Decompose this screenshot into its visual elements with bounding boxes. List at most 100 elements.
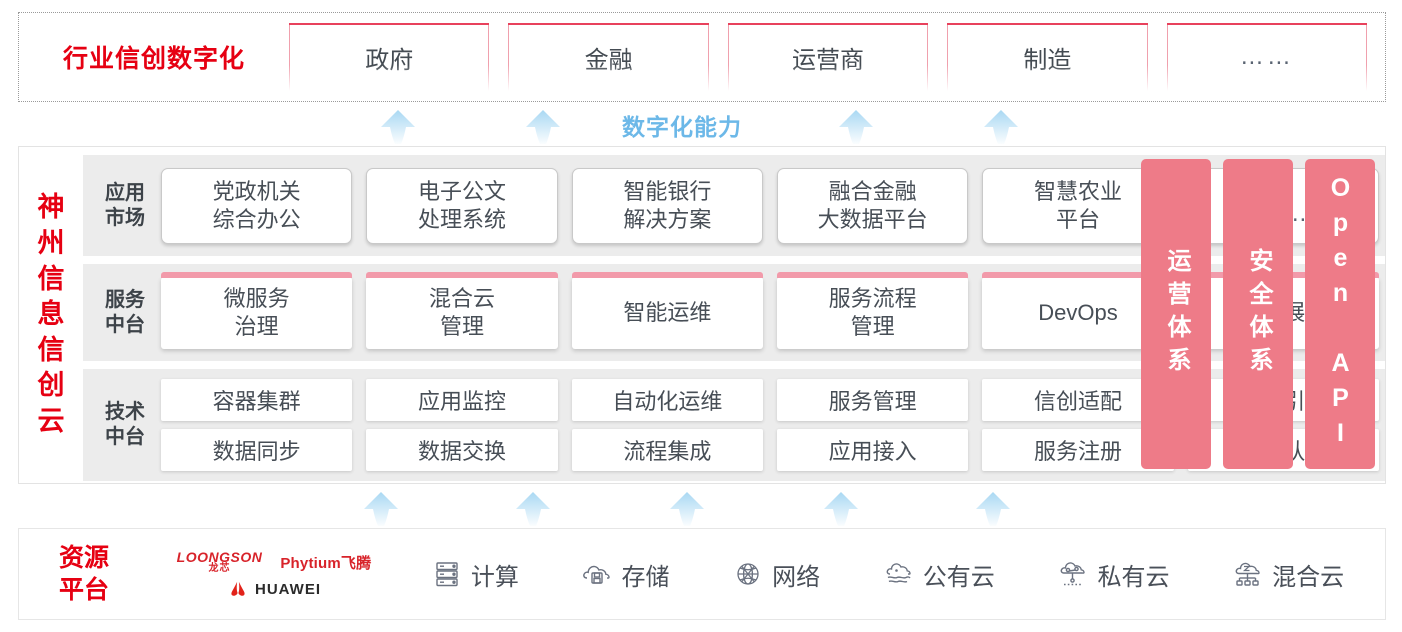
pink-panel-security-system[interactable]: 安全体系: [1223, 159, 1293, 469]
tech-cell-automated-ops[interactable]: 自动化运维: [571, 379, 763, 421]
layer-label-line1: 技术: [105, 401, 145, 423]
cloud-platform-container: 神 州 信 息 信 创 云 应用 市场 党政机关 综合办公: [18, 146, 1386, 484]
phytium-logo: Phytium飞腾: [280, 554, 372, 572]
industry-box-label: ……: [1239, 43, 1294, 70]
cloud-title-char: 息: [37, 299, 65, 330]
cell-line1: 党政机关: [212, 179, 301, 204]
svc-cell-microservice-governance[interactable]: 微服务 治理: [161, 271, 353, 349]
app-cell-government-office[interactable]: 党政机关 综合办公: [161, 167, 353, 244]
resource-arrow-strip: [18, 486, 1386, 526]
cell-line2: 治理: [234, 313, 279, 339]
layer-label-service-platform: 服务 中台: [83, 288, 161, 338]
layer-label-line1: 应用: [105, 181, 145, 204]
cell-line1: 智能银行: [623, 179, 712, 204]
cell-line1: 智慧农业: [1033, 179, 1122, 204]
app-cell-smart-bank[interactable]: 智能银行 解决方案: [571, 167, 763, 244]
industry-box-telecom[interactable]: 运营商: [727, 18, 929, 91]
loongson-logo: LOONGSON 龙芯: [177, 550, 263, 574]
industry-box-more[interactable]: ……: [1166, 18, 1368, 91]
cell-line2: 大数据平台: [817, 206, 928, 232]
public-cloud-icon: [882, 557, 916, 591]
resource-item-public-cloud[interactable]: 公有云: [882, 557, 995, 592]
resource-item-compute[interactable]: 计算: [430, 557, 519, 592]
app-cell-edoc-system[interactable]: 电子公文 处理系统: [366, 167, 558, 244]
app-cell-finance-bigdata[interactable]: 融合金融 大数据平台: [776, 167, 969, 244]
huawei-petal-icon: [227, 581, 249, 598]
industry-box-label: 政府: [365, 46, 414, 74]
huawei-logo-text: HUAWEI: [255, 581, 321, 598]
resource-item-label: 公有云: [922, 563, 995, 591]
tech-cell-data-exchange[interactable]: 数据交换: [366, 429, 558, 471]
vendor-logo-row-2: HUAWEI: [227, 581, 321, 598]
cell-line2: 管理: [439, 313, 484, 339]
cloud-platform-title: 神 州 信 息 信 创 云: [19, 147, 83, 483]
up-arrow-icon: [833, 110, 879, 144]
cloud-title-char: 创: [37, 370, 65, 401]
industry-box-label: 制造: [1023, 46, 1072, 74]
cloud-title-char: 信: [37, 334, 65, 365]
industry-band-title: 行业信创数字化: [62, 45, 245, 73]
resource-title-line2: 平台: [58, 576, 109, 604]
tech-cell-process-integration[interactable]: 流程集成: [571, 429, 763, 471]
tech-cell-service-mgmt[interactable]: 服务管理: [776, 379, 969, 421]
pink-panel-open-api[interactable]: Open API: [1305, 159, 1375, 469]
tech-cell-container-cluster[interactable]: 容器集群: [161, 379, 353, 421]
private-cloud-icon: [1056, 557, 1090, 591]
resource-platform-container: 资源 平台 LOONGSON 龙芯 Phytium飞腾: [18, 528, 1386, 620]
resource-title-line1: 资源: [58, 543, 109, 572]
layer-label-technical-platform: 技术 中台: [83, 400, 161, 450]
tech-cell-app-access[interactable]: 应用接入: [776, 429, 969, 471]
resource-platform-title: 资源 平台: [19, 542, 149, 607]
pink-panel-rail: 运营体系 安全体系 Open API: [1141, 159, 1375, 469]
cell-line1: 智能运维: [623, 299, 712, 325]
vendor-logo-group: LOONGSON 龙芯 Phytium飞腾 HUAWEI: [149, 550, 399, 598]
server-icon: [430, 557, 464, 591]
layer-label-line2: 中台: [105, 426, 145, 448]
resource-item-list: 计算 存储: [399, 557, 1385, 592]
svc-cell-aiops[interactable]: 智能运维: [571, 271, 764, 349]
cell-line1: 微服务: [223, 286, 290, 311]
pink-panel-label: 运营体系: [1163, 248, 1190, 380]
resource-item-label: 存储: [621, 563, 670, 591]
resource-item-private-cloud[interactable]: 私有云: [1056, 557, 1169, 592]
up-arrow-icon: [970, 492, 1016, 526]
cell-line2: 平台: [1055, 206, 1100, 232]
industry-box-government[interactable]: 政府: [289, 18, 490, 91]
up-arrow-icon: [978, 110, 1024, 144]
up-arrow-icon: [375, 110, 421, 144]
tech-cell-data-sync[interactable]: 数据同步: [161, 429, 353, 471]
cell-line1: 融合金融: [828, 179, 917, 204]
industry-box-finance[interactable]: 金融: [508, 18, 710, 91]
cell-line2: 解决方案: [623, 206, 712, 232]
resource-item-label: 网络: [772, 563, 821, 591]
pink-panel-operations-system[interactable]: 运营体系: [1141, 159, 1211, 469]
cell-line2: 处理系统: [417, 206, 506, 232]
cloud-storage-icon: [580, 557, 614, 591]
svc-cell-hybrid-cloud-mgmt[interactable]: 混合云 管理: [366, 271, 558, 349]
up-arrow-icon: [818, 492, 864, 526]
pink-panel-label: Open API: [1326, 174, 1355, 454]
vendor-logo-row-1: LOONGSON 龙芯 Phytium飞腾: [177, 550, 372, 574]
capability-arrow-strip: 数字化能力: [18, 104, 1386, 144]
capability-label: 数字化能力: [622, 114, 742, 140]
cell-line1: 服务流程: [828, 286, 917, 311]
up-arrow-icon: [510, 492, 556, 526]
resource-item-network[interactable]: 网络: [731, 557, 820, 592]
cloud-platform-body: 应用 市场 党政机关 综合办公 电子公文 处理系统 智能银行 解决方案: [83, 147, 1385, 483]
cloud-title-char: 神: [37, 192, 65, 223]
cell-line2: 综合办公: [212, 206, 301, 232]
cloud-title-char: 信: [37, 263, 65, 294]
industry-box-manufacturing[interactable]: 制造: [947, 18, 1149, 91]
resource-item-storage[interactable]: 存储: [580, 557, 669, 592]
industry-box-list: 政府 金融 运营商 制造 ……: [289, 18, 1385, 91]
layer-label-line2: 中台: [105, 313, 145, 336]
industry-box-label: 金融: [584, 46, 633, 74]
loongson-logo-en: LOONGSON: [176, 549, 263, 565]
cell-line1: DevOps: [1038, 299, 1118, 325]
resource-item-hybrid-cloud[interactable]: 混合云: [1231, 557, 1344, 592]
tech-cell-app-monitoring[interactable]: 应用监控: [366, 379, 558, 421]
svc-cell-service-process-mgmt[interactable]: 服务流程 管理: [776, 271, 969, 349]
resource-item-label: 私有云: [1097, 563, 1170, 591]
layer-label-line2: 市场: [105, 206, 145, 229]
network-icon: [731, 557, 765, 591]
